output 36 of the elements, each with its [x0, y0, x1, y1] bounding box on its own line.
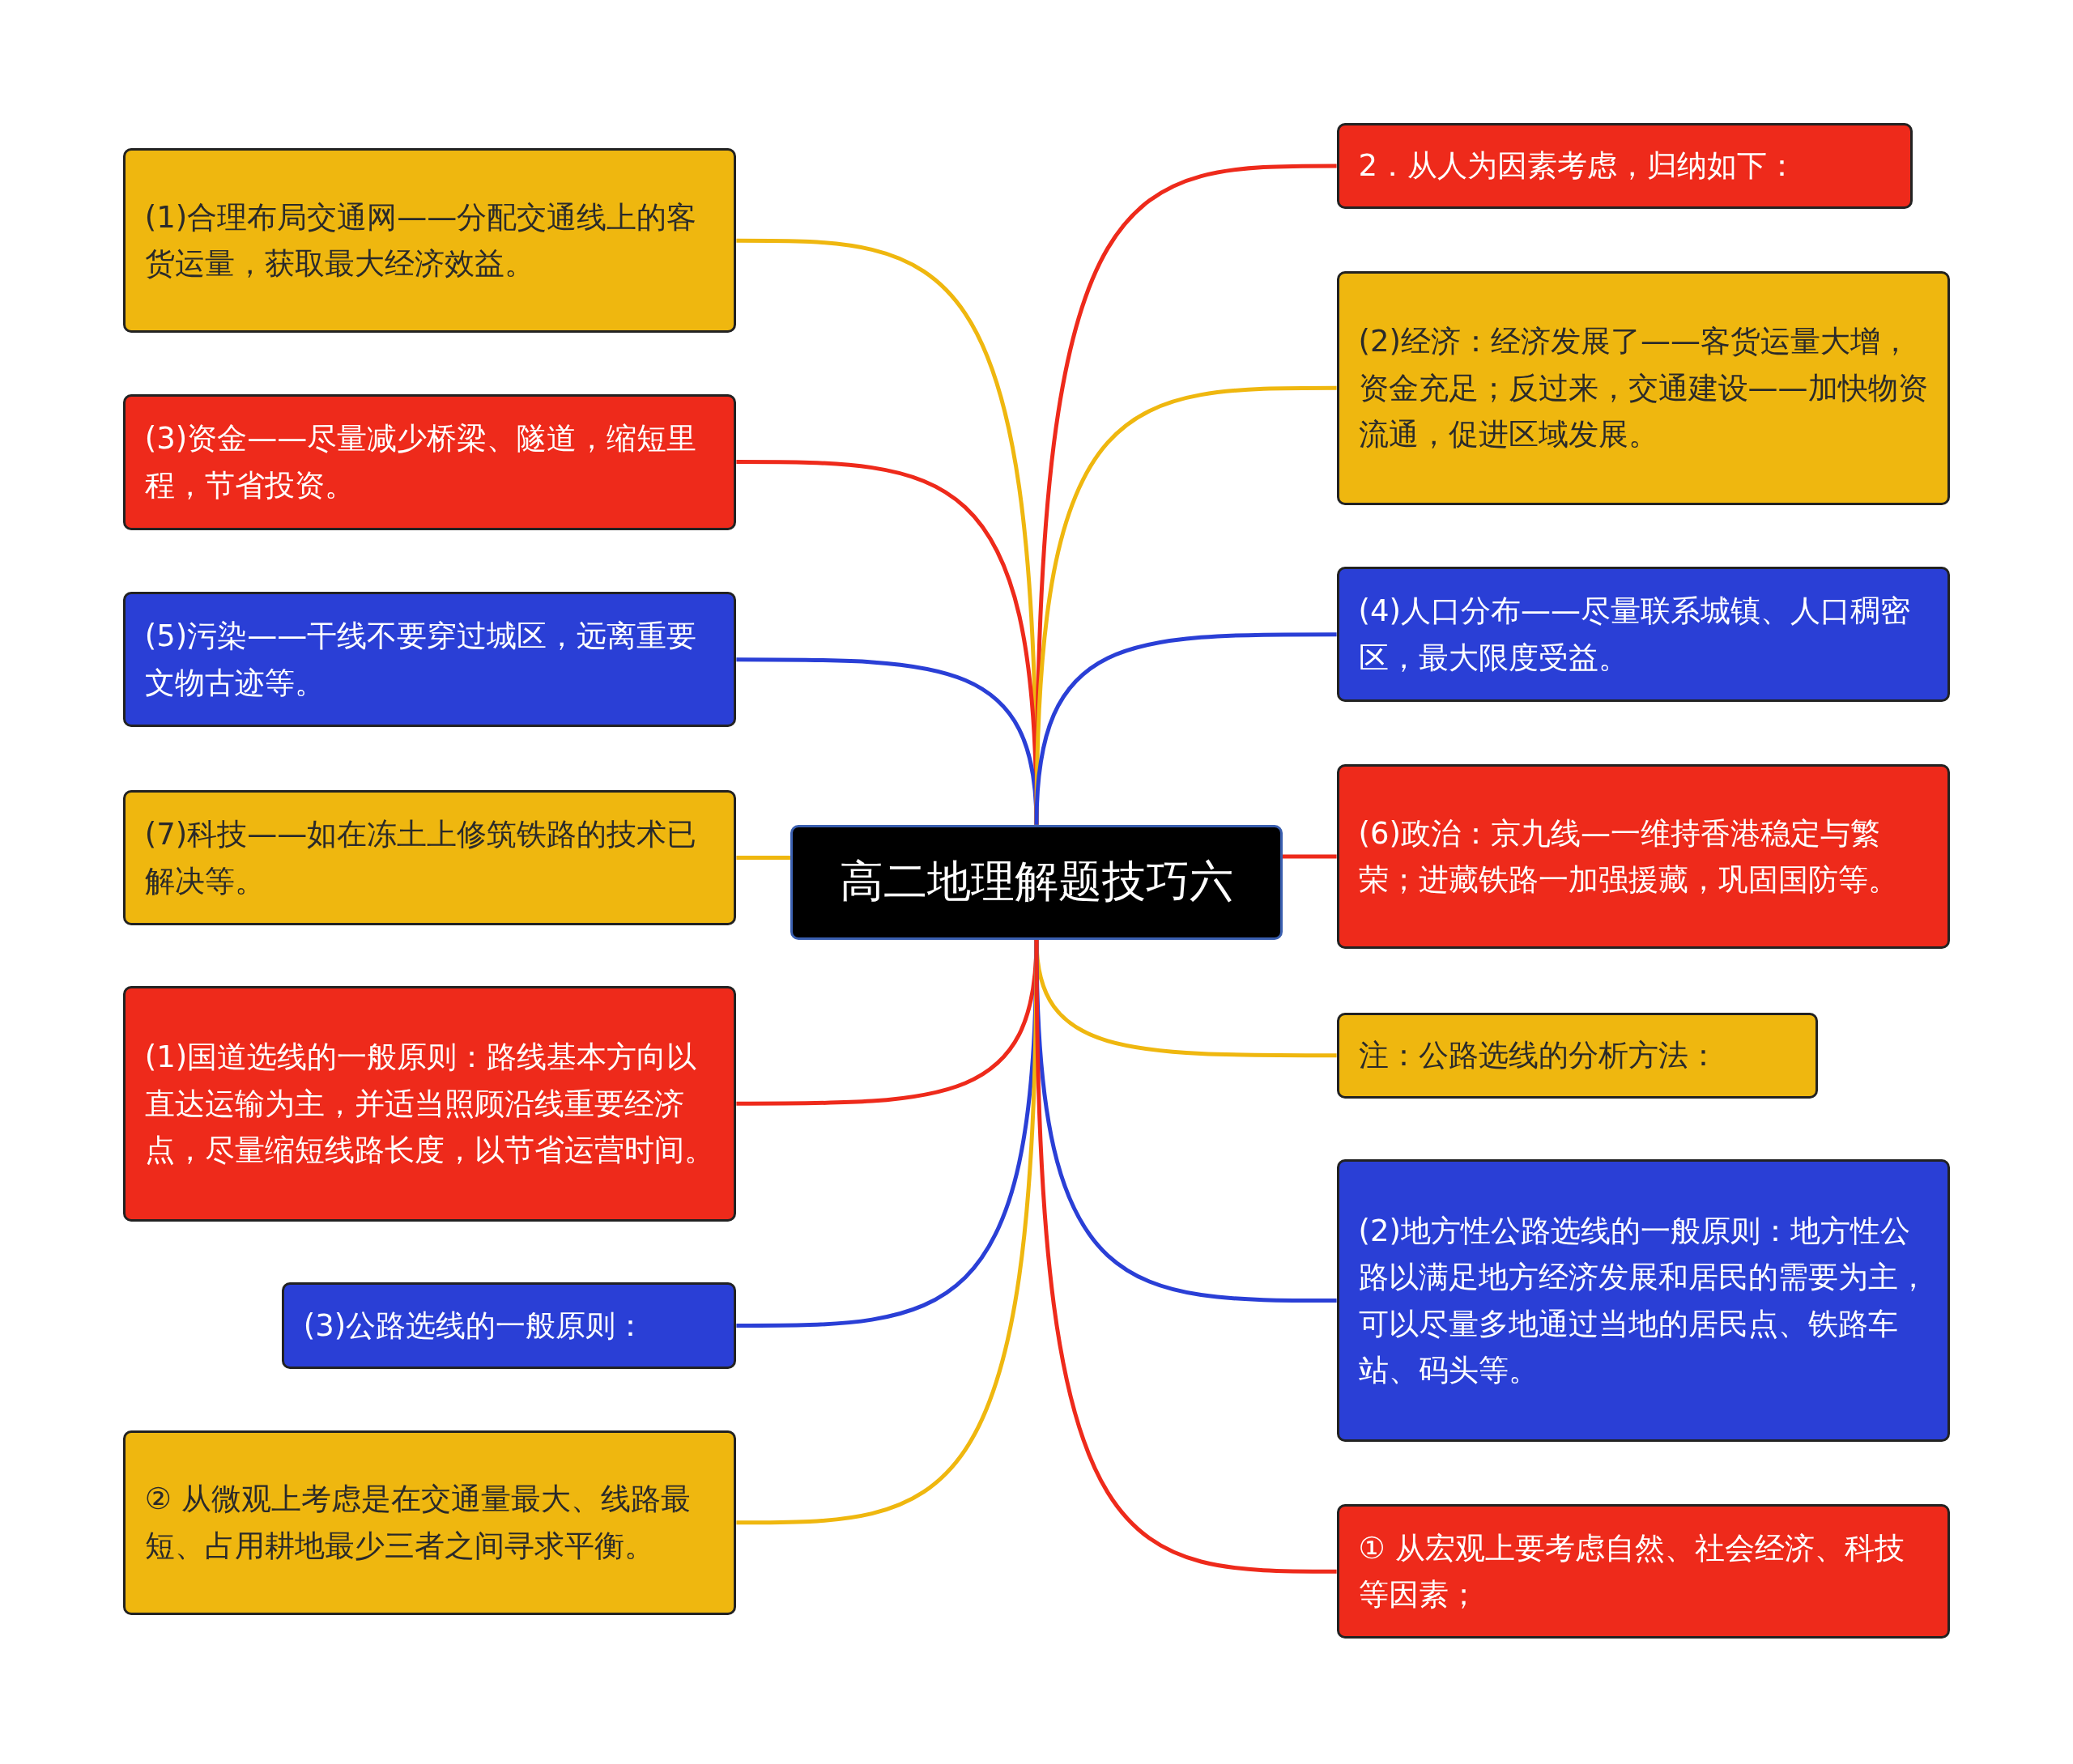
topic-box	[1336, 1158, 1951, 1443]
topic-text: (3)资金——尽量减少桥梁、隧道，缩短里程，节省投资。	[144, 420, 698, 504]
topic-box	[1336, 1503, 1951, 1639]
topic-box	[1336, 763, 1951, 950]
topic-text: (7)科技——如在冻土上修筑铁路的技术已解决等。	[144, 816, 698, 900]
topic-box	[1336, 122, 1913, 209]
topic-text: 注：公路选线的分析方法：	[1358, 1037, 1719, 1074]
topic-box	[281, 1282, 737, 1370]
topic-box	[1336, 567, 1951, 702]
topic-text: ① 从宏观上要考虑自然、社会经济、科技等因素；	[1358, 1529, 1905, 1614]
topic-text: (1)合理布局交通网——分配交通线上的客货运量，获取最大经济效益。	[144, 198, 698, 283]
topic-box	[1336, 1012, 1818, 1099]
topic-text: (5)污染——干线不要穿过城区，远离重要文物古迹等。	[144, 618, 698, 702]
central-topic-text: 高二地理解题技巧六	[840, 856, 1233, 909]
topic-box	[122, 1430, 737, 1616]
topic-text: (2)地方性公路选线的一般原则：地方性公路以满足地方经济发展和居民的需要为主，可以尽量多地通过当地的居民点、铁路车站、码头等。	[1358, 1212, 1929, 1389]
connector-line	[736, 939, 1039, 1525]
connector-line	[736, 856, 791, 861]
topic-box	[122, 393, 737, 530]
topic-box	[122, 985, 737, 1222]
topic-box	[122, 147, 737, 334]
connector-line	[1034, 385, 1337, 825]
topic-text: 2．从人为因素考虑，归纳如下：	[1358, 147, 1798, 185]
topic-box	[122, 790, 737, 925]
central-topic-box	[790, 824, 1283, 940]
connector-line	[1282, 854, 1337, 859]
connector-line	[1034, 939, 1337, 1574]
topic-text: (6)政治：京九线—一维持香港稳定与繁荣；进藏铁路一加强援藏，巩固国防等。	[1358, 814, 1899, 899]
topic-text: (2)经济：经济发展了——客货运量大增，资金充足；反过来，交通建设——加快物资流通，促进区域发展。	[1358, 323, 1929, 453]
topic-text: ② 从微观上考虑是在交通量最大、线路最短、占用耕地最少三者之间寻求平衡。	[144, 1481, 692, 1565]
topic-text: (3)公路选线的一般原则：	[303, 1307, 647, 1345]
topic-box	[1336, 270, 1951, 505]
topic-text: (1)国道选线的一般原则：路线基本方向以直达运输为主，并适当照顾沿线重要经济点，尽量缩短线路长度，以节省运营时间。	[144, 1039, 715, 1169]
connector-line	[1034, 632, 1337, 825]
topic-box	[122, 592, 737, 727]
topic-text: (4)人口分布——尽量联系城镇、人口稠密区，最大限度受益。	[1358, 593, 1912, 677]
